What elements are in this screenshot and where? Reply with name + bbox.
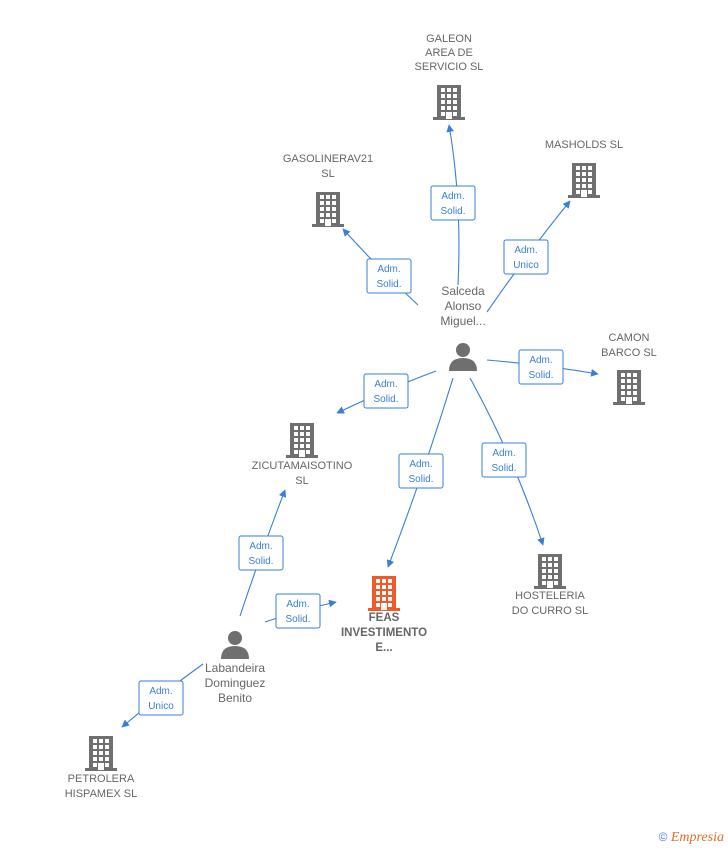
edge-label-box (238, 535, 284, 571)
edge-label-box (366, 258, 412, 294)
edge-label-box (518, 349, 564, 385)
node-label: BARCO SL (601, 347, 657, 359)
node-feas[interactable]: FEAS INVESTIMENTO E... (341, 576, 427, 654)
edge-label-text: Unico (148, 701, 174, 712)
node-label: AREA DE (425, 47, 473, 59)
edge-label-box (138, 680, 184, 716)
node-label: FEAS (369, 612, 400, 624)
node-label: E... (375, 642, 392, 654)
node-label: INVESTIMENTO (341, 627, 427, 639)
edge-label-text: Adm. (441, 191, 464, 202)
edge-label-box (398, 453, 444, 489)
node-label: ZICUTAMAISOTINO (252, 460, 353, 472)
node-label: Dominguez (205, 676, 266, 690)
node-label: Miguel... (440, 314, 485, 328)
node-label: DO CURRO SL (512, 605, 588, 617)
node-zicuta[interactable]: ZICUTAMAISOTINO SL (252, 423, 353, 487)
node-label: MASHOLDS SL (545, 139, 623, 151)
building-icon (613, 370, 645, 405)
edge-label-box (503, 239, 549, 275)
brand-logo[interactable]: Empresia (670, 830, 724, 845)
node-salceda[interactable]: SalcedaAlonsoMiguel... (440, 284, 486, 371)
edge-label-box (430, 185, 476, 221)
edge-labandeira-zicuta[interactable]: Adm. Solid. (238, 489, 287, 617)
node-label: SL (321, 168, 334, 180)
nodes-layer: GALEON AREA DE SERVICIO SL MASHOLDS SL GASOL… (65, 33, 657, 800)
edge-label-text: Adm. (529, 355, 552, 366)
edge-salceda-zicuta[interactable]: Adm. Solid. (336, 370, 437, 414)
edge-label-box (275, 593, 321, 629)
node-label: HOSTELERIA (515, 590, 585, 602)
node-hosteleria[interactable]: HOSTELERIA DO CURRO SL (512, 554, 588, 617)
edge-label-text: Solid. (248, 556, 273, 567)
copyright-symbol: © (658, 830, 668, 844)
edge-label-text: Adm. (377, 264, 400, 275)
edge-label-text: Solid. (528, 370, 553, 381)
edge-label-text: Adm. (249, 541, 272, 552)
edge-salceda-masholds[interactable]: Adm. Unico (486, 200, 571, 313)
node-label: Alonso (445, 299, 482, 313)
node-label: GALEON (426, 33, 472, 45)
edges-layer: Adm.Solid.Adm.UnicoAdm.Solid.Adm.Solid.A… (121, 124, 599, 728)
node-camon[interactable]: CAMON BARCO SL (601, 332, 657, 405)
node-label: PETROLERA (68, 773, 135, 785)
node-label: Salceda (441, 284, 485, 298)
edge-label-text: Solid. (491, 463, 516, 474)
edge-label-text: Adm. (514, 245, 537, 256)
building-icon (568, 163, 600, 198)
node-label: SERVICIO SL (415, 61, 484, 73)
edge-salceda-gasolinera[interactable]: Adm. Solid. (342, 228, 419, 306)
focus-building-icon (368, 576, 400, 611)
node-galeon[interactable]: GALEON AREA DE SERVICIO SL (415, 33, 484, 120)
node-petrolera[interactable]: PETROLERA HISPAMEX SL (65, 736, 138, 800)
node-masholds[interactable]: MASHOLDS SL (545, 139, 623, 198)
building-icon (534, 554, 566, 589)
edge-label-text: Solid. (376, 279, 401, 290)
edge-label-text: Adm. (492, 448, 515, 459)
edge-label-text: Adm. (409, 459, 432, 470)
edge-salceda-feas[interactable]: Adm. Solid. (386, 377, 454, 568)
edge-label-text: Unico (513, 260, 539, 271)
building-icon (85, 736, 117, 771)
edge-label-text: Solid. (285, 614, 310, 625)
edge-label-text: Adm. (286, 599, 309, 610)
edge-label-box (481, 442, 527, 478)
person-icon (221, 631, 249, 659)
edge-salceda-camon[interactable]: Adm. Solid. (486, 349, 599, 385)
node-label: Labandeira (205, 661, 265, 675)
edge-labandeira-petrolera[interactable]: Adm. Unico (121, 663, 204, 728)
person-icon (449, 343, 477, 371)
edge-salceda-hosteleria[interactable]: Adm. Solid. (469, 377, 545, 546)
footer-brand: © Empresia (659, 830, 724, 846)
edge-label-text: Solid. (440, 206, 465, 217)
edge-salceda-galeon[interactable]: Adm. Solid. (430, 124, 476, 286)
node-label: HISPAMEX SL (65, 788, 138, 800)
edge-label-box (363, 373, 409, 409)
edge-label-text: Solid. (408, 474, 433, 485)
node-label: CAMON (609, 332, 650, 344)
building-icon (312, 192, 344, 227)
node-label: GASOLINERAV21 (283, 153, 373, 165)
edge-label-text: Solid. (373, 394, 398, 405)
building-icon (286, 423, 318, 458)
edge-labandeira-feas[interactable]: Adm. Solid. (264, 593, 337, 629)
edge-label-text: Adm. (149, 686, 172, 697)
node-label: SL (295, 475, 308, 487)
edge-label-text: Adm. (374, 379, 397, 390)
node-label: Benito (218, 691, 252, 705)
building-icon (433, 85, 465, 120)
